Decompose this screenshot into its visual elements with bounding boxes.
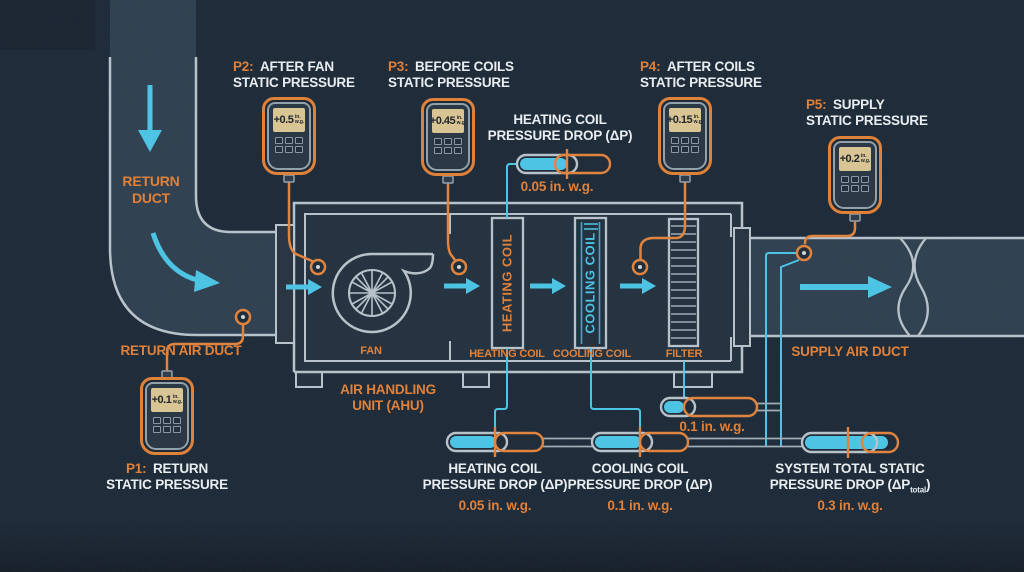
label-p2: P2: AFTER FAN STATIC PRESSURE [233,59,355,90]
pressure-gauge-p5: +0.2 in.w.g. [828,136,882,214]
gauge-value: +0.5 [273,114,294,126]
pressure-gauge-p1: +0.1 in.w.g. [140,377,194,455]
gauge-buttons [841,176,869,192]
gauge-unit: in.w.g. [456,115,467,126]
label-p3-prefix: P3: [388,59,409,74]
gauge-screen: +0.5 in.w.g. [273,108,305,132]
pressure-gauge-p3: +0.45 in.w.g. [421,98,475,176]
label-fan: FAN [360,345,382,357]
gauge-buttons [434,138,462,154]
gauge-buttons [153,417,181,433]
value-heating-bottom-drop: 0.05 in. w.g. [458,498,532,513]
gauge-value: +0.1 [151,394,172,406]
label-ahu: AIR HANDLING UNIT (AHU) [340,382,436,413]
label-p3: P3: BEFORE COILS STATIC PRESSURE [388,59,514,90]
label-p5-prefix: P5: [806,97,827,112]
gauge-body: +0.5 in.w.g. [267,102,311,170]
label-heating-coil: HEATING COIL [469,348,545,360]
value-filter-drop: 0.1 in. w.g. [679,419,745,434]
pressure-gauge-p2: +0.5 in.w.g. [262,97,316,175]
gauge-unit: in.w.g. [860,153,871,164]
label-return-duct: RETURN DUCT [122,173,180,206]
gauge-screen: +0.1 in.w.g. [151,388,183,412]
label-supply-air-duct: SUPPLY AIR DUCT [791,344,909,359]
label-heating-coil-vertical: HEATING COIL [499,233,515,333]
gauge-body: +0.2 in.w.g. [833,141,877,209]
pressure-gauge-p4: +0.15 in.w.g. [658,97,712,175]
label-heating-top-drop: HEATING COIL PRESSURE DROP (ΔP) [487,112,633,143]
gauge-unit: in.w.g. [693,114,704,125]
label-p1-prefix: P1: [125,461,147,476]
label-p4-prefix: P4: [640,59,661,74]
label-p5: P5: SUPPLY STATIC PRESSURE [806,97,928,128]
gauge-screen: +0.45 in.w.g. [429,109,467,133]
gauge-body: +0.1 in.w.g. [145,382,189,450]
label-p4: P4: AFTER COILS STATIC PRESSURE [640,59,762,90]
value-heating-top-drop: 0.05 in. w.g. [520,179,594,194]
value-system-total-drop: 0.3 in. w.g. [817,498,883,513]
label-heating-bottom-drop: HEATING COIL PRESSURE DROP (ΔP) [422,461,568,492]
gauge-value: +0.15 [666,114,693,126]
gauge-body: +0.45 in.w.g. [426,103,470,171]
gauge-screen: +0.2 in.w.g. [839,147,871,171]
label-cooling-drop: COOLING COIL PRESSURE DROP (ΔP) [567,461,713,492]
label-return-air-duct: RETURN AIR DUCT [120,343,242,358]
label-p1: P1: RETURN STATIC PRESSURE [106,461,228,492]
gauge-screen: +0.15 in.w.g. [666,108,704,132]
gauge-value: +0.2 [839,153,860,165]
gauge-unit: in.w.g. [294,114,305,125]
label-system-total-drop: SYSTEM TOTAL STATIC PRESSURE DROP (ΔPtot… [769,461,931,495]
label-filter: FILTER [665,348,703,360]
label-cooling-coil-vertical: COOLING COIL [582,232,598,334]
gauge-body: +0.15 in.w.g. [663,102,707,170]
label-p2-prefix: P2: [233,59,254,74]
value-cooling-drop: 0.1 in. w.g. [607,498,673,513]
gauge-buttons [275,137,303,153]
label-cooling-coil: COOLING COIL [552,348,632,360]
gauge-buttons [671,137,699,153]
gauge-value: +0.45 [429,115,456,127]
gauge-unit: in.w.g. [172,394,183,405]
